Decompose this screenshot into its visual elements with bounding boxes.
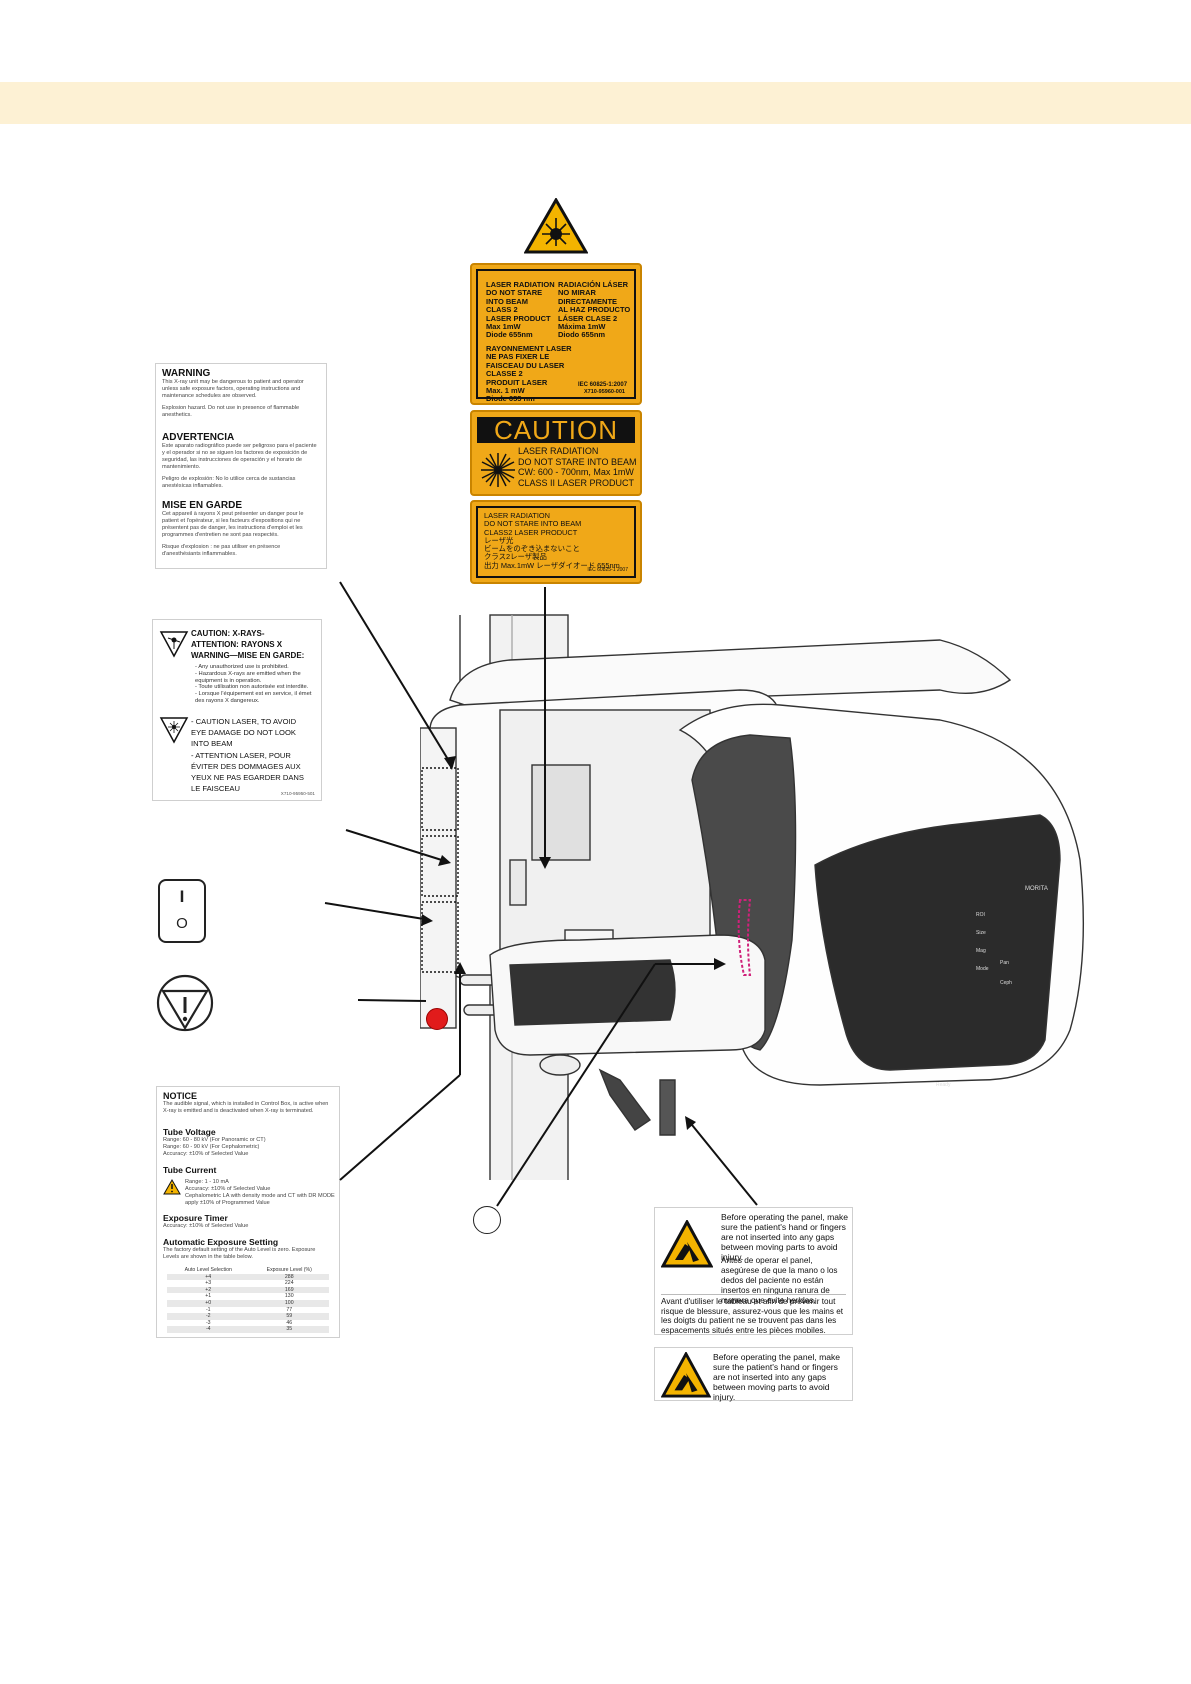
xray-unit-illustration: [420, 614, 1085, 1180]
caution-text: LASER RADIATION DO NOT STARE INTO BEAM C…: [518, 446, 637, 488]
tube-voltage-title: Tube Voltage: [163, 1127, 216, 1137]
pinch-text-es: Antes de operar el panel, asegúrese de q…: [721, 1256, 838, 1305]
laser-caution-icon: [159, 717, 189, 744]
pinch-warning-label-2: Before operating the panel, make sure th…: [654, 1347, 853, 1402]
pinch-zone-marker: [737, 899, 752, 976]
jp-label-standard: IEC 60825-1 2007: [587, 567, 628, 573]
laser-radiation-label: LASER RADIATION DO NOT STARE INTO BEAM C…: [470, 263, 642, 405]
label-location-2: [421, 835, 459, 897]
pinch-warning-label-1: Before operating the panel, make sure th…: [654, 1207, 853, 1335]
xray-laser-lines: - CAUTION LASER, TO AVOID EYE DAMAGE DO …: [191, 717, 304, 794]
switch-on-mark: I: [179, 887, 185, 906]
pinch-text-en: Before operating the panel, make sure th…: [721, 1212, 849, 1262]
label-location-3: [421, 901, 459, 973]
xray-warning-icon: [159, 631, 189, 658]
pinch-hand-icon: [661, 1220, 713, 1268]
switch-off-mark: O: [176, 915, 188, 932]
laser-label-col2: RADIACIÓN LÁSER NO MIRAR DIRECTAMENTE AL…: [558, 280, 631, 340]
xray-caution-label: CAUTION: X-RAYS- ATTENTION: RAYONS X WAR…: [152, 619, 322, 801]
leader-warning-label: [339, 581, 453, 767]
misegarde-title: MISE EN GARDE: [162, 500, 243, 511]
notice-label: NOTICE The audible signal, which is inst…: [156, 1086, 340, 1338]
pinch2-text-en: Before operating the panel, make sure th…: [713, 1352, 841, 1402]
warning-explosion: Explosion hazard. Do not use in presence…: [162, 405, 300, 418]
advertencia-text: Este aparato radiográfico puede ser peli…: [162, 443, 317, 470]
power-switch-symbol: I O: [158, 879, 206, 943]
notice-title: NOTICE: [163, 1091, 198, 1101]
laser-starburst-icon: [481, 453, 515, 487]
xray-bullets: - Any unauthorized use is prohibited. - …: [195, 664, 312, 704]
location-circle-marker: [473, 1206, 501, 1234]
leader-xray-label: [345, 829, 449, 863]
leader-notice-label: [339, 1074, 461, 1181]
exposure-timer-title: Exposure Timer: [163, 1213, 228, 1223]
leader-power-switch: [324, 902, 431, 921]
xray-heading: CAUTION: X-RAYS- ATTENTION: RAYONS X WAR…: [191, 629, 305, 660]
xray-part-no: X710-95950-501: [280, 791, 315, 796]
laser-label-standard: IEC 60825-1:2007: [578, 382, 628, 388]
tube-current-title: Tube Current: [163, 1165, 217, 1175]
misegarde-text: Cet appareil à rayons X peut présenter u…: [162, 511, 304, 538]
warning-text: This X-ray unit may be dangerous to pati…: [162, 379, 304, 399]
japanese-laser-label: LASER RADIATION DO NOT STARE INTO BEAM C…: [470, 500, 642, 584]
caution-triangle-icon: [163, 1179, 181, 1195]
panel-buttons: ROI Size Mag Mode: [976, 912, 989, 972]
jp-label-text: LASER RADIATION DO NOT STARE INTO BEAM C…: [484, 511, 620, 570]
warning-label: WARNING This X-ray unit may be dangerous…: [155, 363, 327, 569]
caution-title: CAUTION: [477, 417, 635, 443]
laser-label-col3: RAYONNEMENT LASER NE PAS FIXER LE FAISCE…: [486, 344, 572, 404]
label-location-1: [421, 767, 459, 831]
pinch-divider: [661, 1294, 846, 1295]
emergency-stop-symbol-icon: [156, 974, 214, 1032]
pinch-hand-icon: [661, 1352, 711, 1398]
notice-intro: The audible signal, which is installed i…: [163, 1101, 329, 1114]
leader-emergency-stop: [357, 999, 427, 1002]
advertencia-explosion: Peligro de explosión: No lo utilice cerc…: [162, 476, 296, 489]
pinch-text-fr: Avant d'utiliser le tableau et afin de p…: [661, 1297, 844, 1335]
panel-brand: MORITA: [1025, 886, 1048, 892]
caution-laser-label: CAUTION LASER RADIATION DO NOT STARE INT…: [470, 410, 642, 496]
leader-pinch-zone: [496, 963, 656, 1207]
emergency-stop-button-marker: [426, 1008, 448, 1030]
tube-current-lines: Range: 1 - 10 mA Accuracy: ±10% of Selec…: [185, 1179, 335, 1206]
laser-label-col1: LASER RADIATION DO NOT STARE INTO BEAM C…: [486, 280, 555, 340]
misegarde-explosion: Risque d'explosion : ne pas utiliser en …: [162, 544, 281, 557]
advertencia-title: ADVERTENCIA: [162, 432, 235, 443]
laser-warning-triangle-icon: [524, 198, 588, 254]
warning-title: WARNING: [162, 368, 211, 379]
header-band: [0, 82, 1191, 124]
laser-label-part-no: X710-95960-001: [584, 389, 625, 395]
aes-title: Automatic Exposure Setting: [163, 1237, 279, 1247]
leader-pinch-labels: [687, 1119, 758, 1206]
